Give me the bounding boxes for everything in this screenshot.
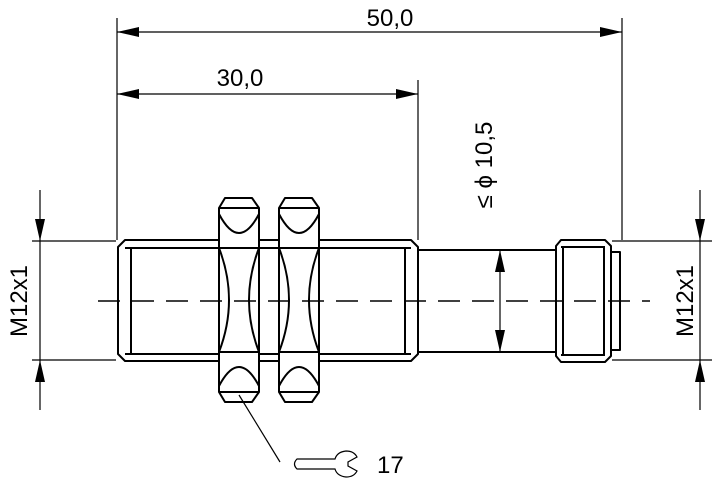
sensor-body (117, 197, 621, 403)
diameter-label: ≤ ϕ 10,5 (471, 122, 498, 209)
thread-right-label: M12x1 (672, 265, 699, 337)
overall-length-label: 50,0 (367, 5, 414, 32)
hex-nut-1 (218, 197, 260, 403)
wrench-icon (293, 450, 358, 478)
wrench-callout: 17 (238, 394, 404, 479)
dimension-thread-right: M12x1 (612, 190, 712, 410)
wrench-size-label: 17 (377, 452, 404, 479)
dimension-thread-length: 30,0 (117, 65, 419, 240)
dimension-overall-length: 50,0 (116, 5, 623, 240)
dimension-thread-left: M12x1 (6, 190, 116, 410)
thread-length-label: 30,0 (217, 65, 264, 92)
thread-left-label: M12x1 (6, 265, 33, 337)
hex-nut-2 (278, 197, 320, 403)
threaded-barrel (117, 239, 419, 362)
connector-thread (555, 239, 612, 363)
dimension-diameter: ≤ ϕ 10,5 (471, 122, 505, 352)
